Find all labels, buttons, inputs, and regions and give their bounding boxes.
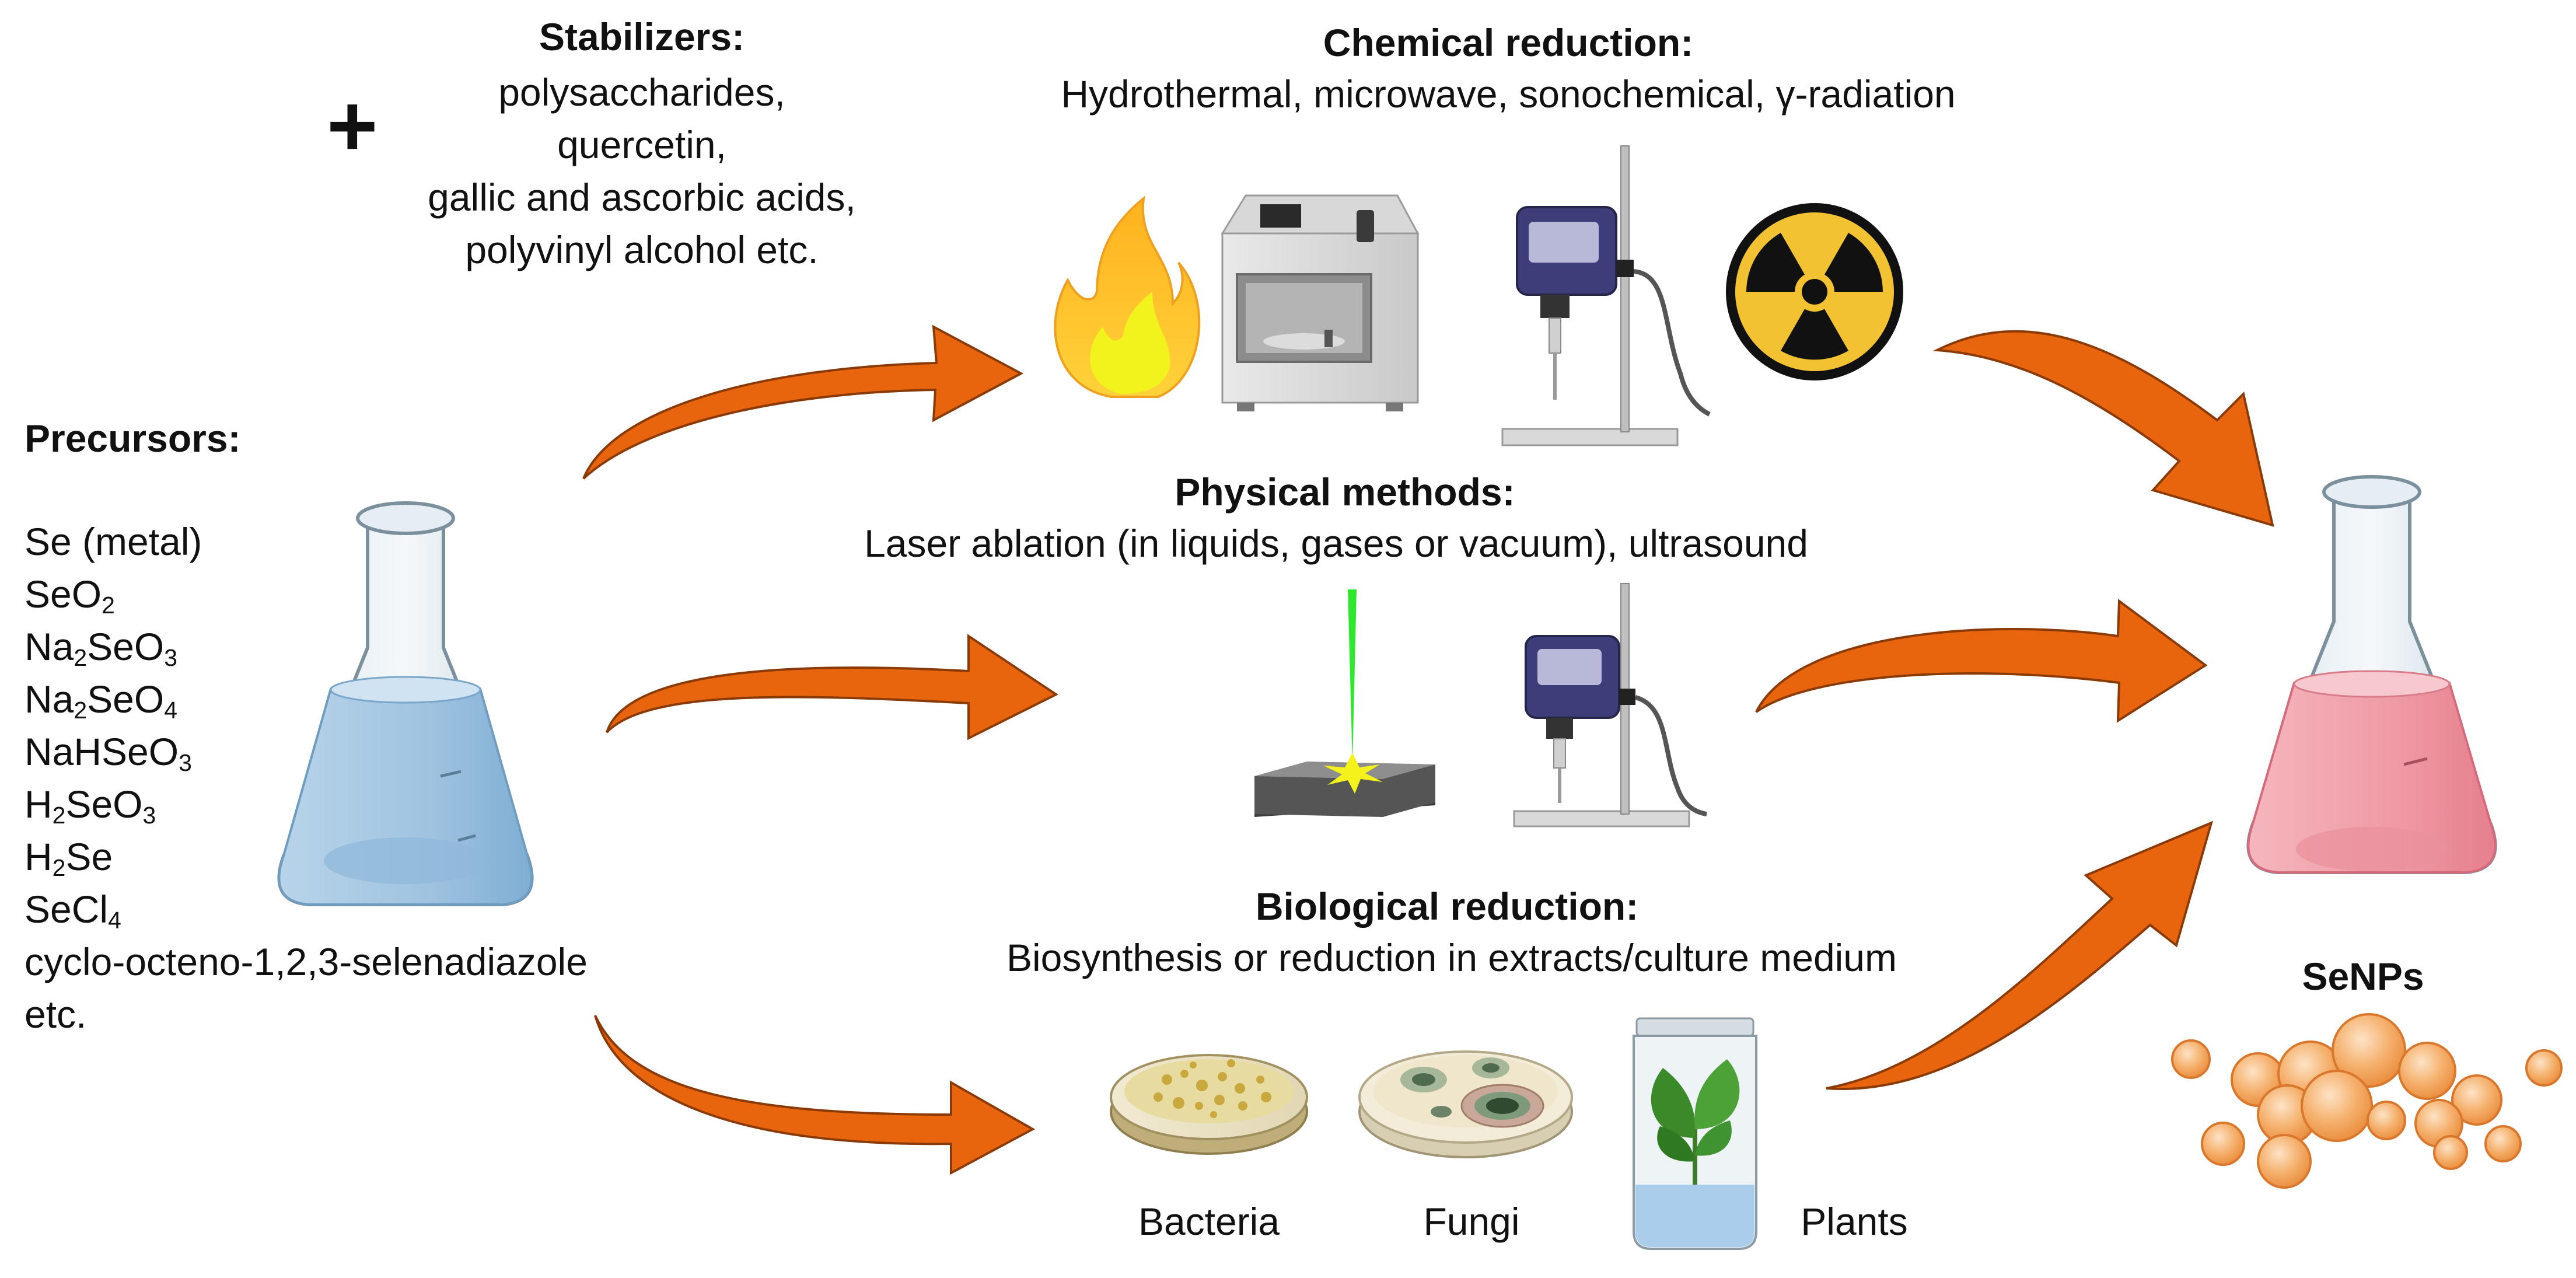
plant-jar-icon	[1633, 1017, 1757, 1250]
nanoparticle	[2367, 1101, 2406, 1140]
stabilizer-item: polyvinyl alcohol etc.	[465, 228, 819, 271]
nanoparticle	[2433, 1135, 2468, 1170]
nanoparticle	[2171, 1039, 2211, 1079]
stabilizers-title: Stabilizers:	[539, 15, 745, 58]
arrows	[582, 324, 2274, 1175]
product-label: SeNPs	[2302, 955, 2424, 998]
sonicator-icon	[1513, 583, 1707, 827]
precursor-item: Se (metal)	[25, 520, 202, 563]
precursor-item: etc.	[25, 993, 87, 1036]
precursor-flask	[277, 501, 534, 906]
precursor-item: H2Se	[25, 835, 113, 882]
flame-icon	[1054, 195, 1201, 398]
sonicator-icon	[1501, 145, 1711, 446]
nanoparticle	[2525, 1049, 2563, 1087]
precursor-item: H2SeO3	[25, 783, 156, 829]
precursor-item: cyclo-octeno-1,2,3-selenadiazole	[25, 940, 588, 983]
arrow-to-chemical	[582, 324, 1024, 480]
stabilizer-item: gallic and ascorbic acids,	[428, 176, 856, 219]
precursors-title: Precursors:	[25, 417, 241, 460]
microwave-icon	[1221, 194, 1420, 411]
arrow-from-biological	[1826, 820, 2214, 1090]
radiation-icon	[1726, 203, 1903, 380]
precursor-item: Na2SeO3	[25, 625, 177, 672]
nanoparticles	[2171, 1013, 2563, 1189]
organism-label-fungi: Fungi	[1423, 1200, 1520, 1243]
bacteria-petri-dish-icon	[1110, 1054, 1308, 1155]
arrow-to-biological	[594, 1015, 1036, 1175]
product-flask	[2246, 475, 2497, 874]
precursor-item: SeO2	[25, 572, 115, 619]
precursor-item: Na2SeO4	[25, 678, 177, 724]
arrow-from-chemical	[1932, 330, 2274, 527]
stabilizer-item: polysaccharides,	[498, 71, 785, 114]
nanoparticle	[2451, 1074, 2502, 1126]
nanoparticle	[2332, 1013, 2406, 1088]
plus-sign: +	[327, 76, 378, 174]
nanoparticle	[2301, 1070, 2373, 1142]
fungi-petri-dish-icon	[1358, 1050, 1573, 1158]
arrow-from-physical	[1755, 599, 2208, 723]
nanoparticle	[2398, 1042, 2456, 1100]
organism-label-bacteria: Bacteria	[1138, 1200, 1280, 1243]
physical-methods-title: Physical methods:	[1175, 470, 1515, 514]
biological-reduction-description: Biosynthesis or reduction in extracts/cu…	[1006, 936, 1897, 979]
nanoparticle	[2257, 1134, 2312, 1189]
precursor-item: SeCl4	[25, 888, 121, 934]
chemical-reduction-title: Chemical reduction:	[1323, 21, 1694, 64]
nanoparticle	[2484, 1125, 2522, 1162]
precursor-item: NaHSeO3	[25, 730, 192, 777]
organism-label-plants: Plants	[1801, 1200, 1908, 1243]
biological-reduction-title: Biological reduction:	[1255, 885, 1639, 928]
physical-methods-description: Laser ablation (in liquids, gases or vac…	[864, 522, 1808, 565]
arrow-to-physical	[606, 634, 1058, 741]
laser-ablation-icon	[1254, 589, 1435, 817]
chemical-reduction-methods: Hydrothermal, microwave, sonochemical, γ…	[1061, 72, 1956, 116]
nanoparticle	[2201, 1122, 2245, 1166]
stabilizer-item: quercetin,	[557, 123, 726, 166]
